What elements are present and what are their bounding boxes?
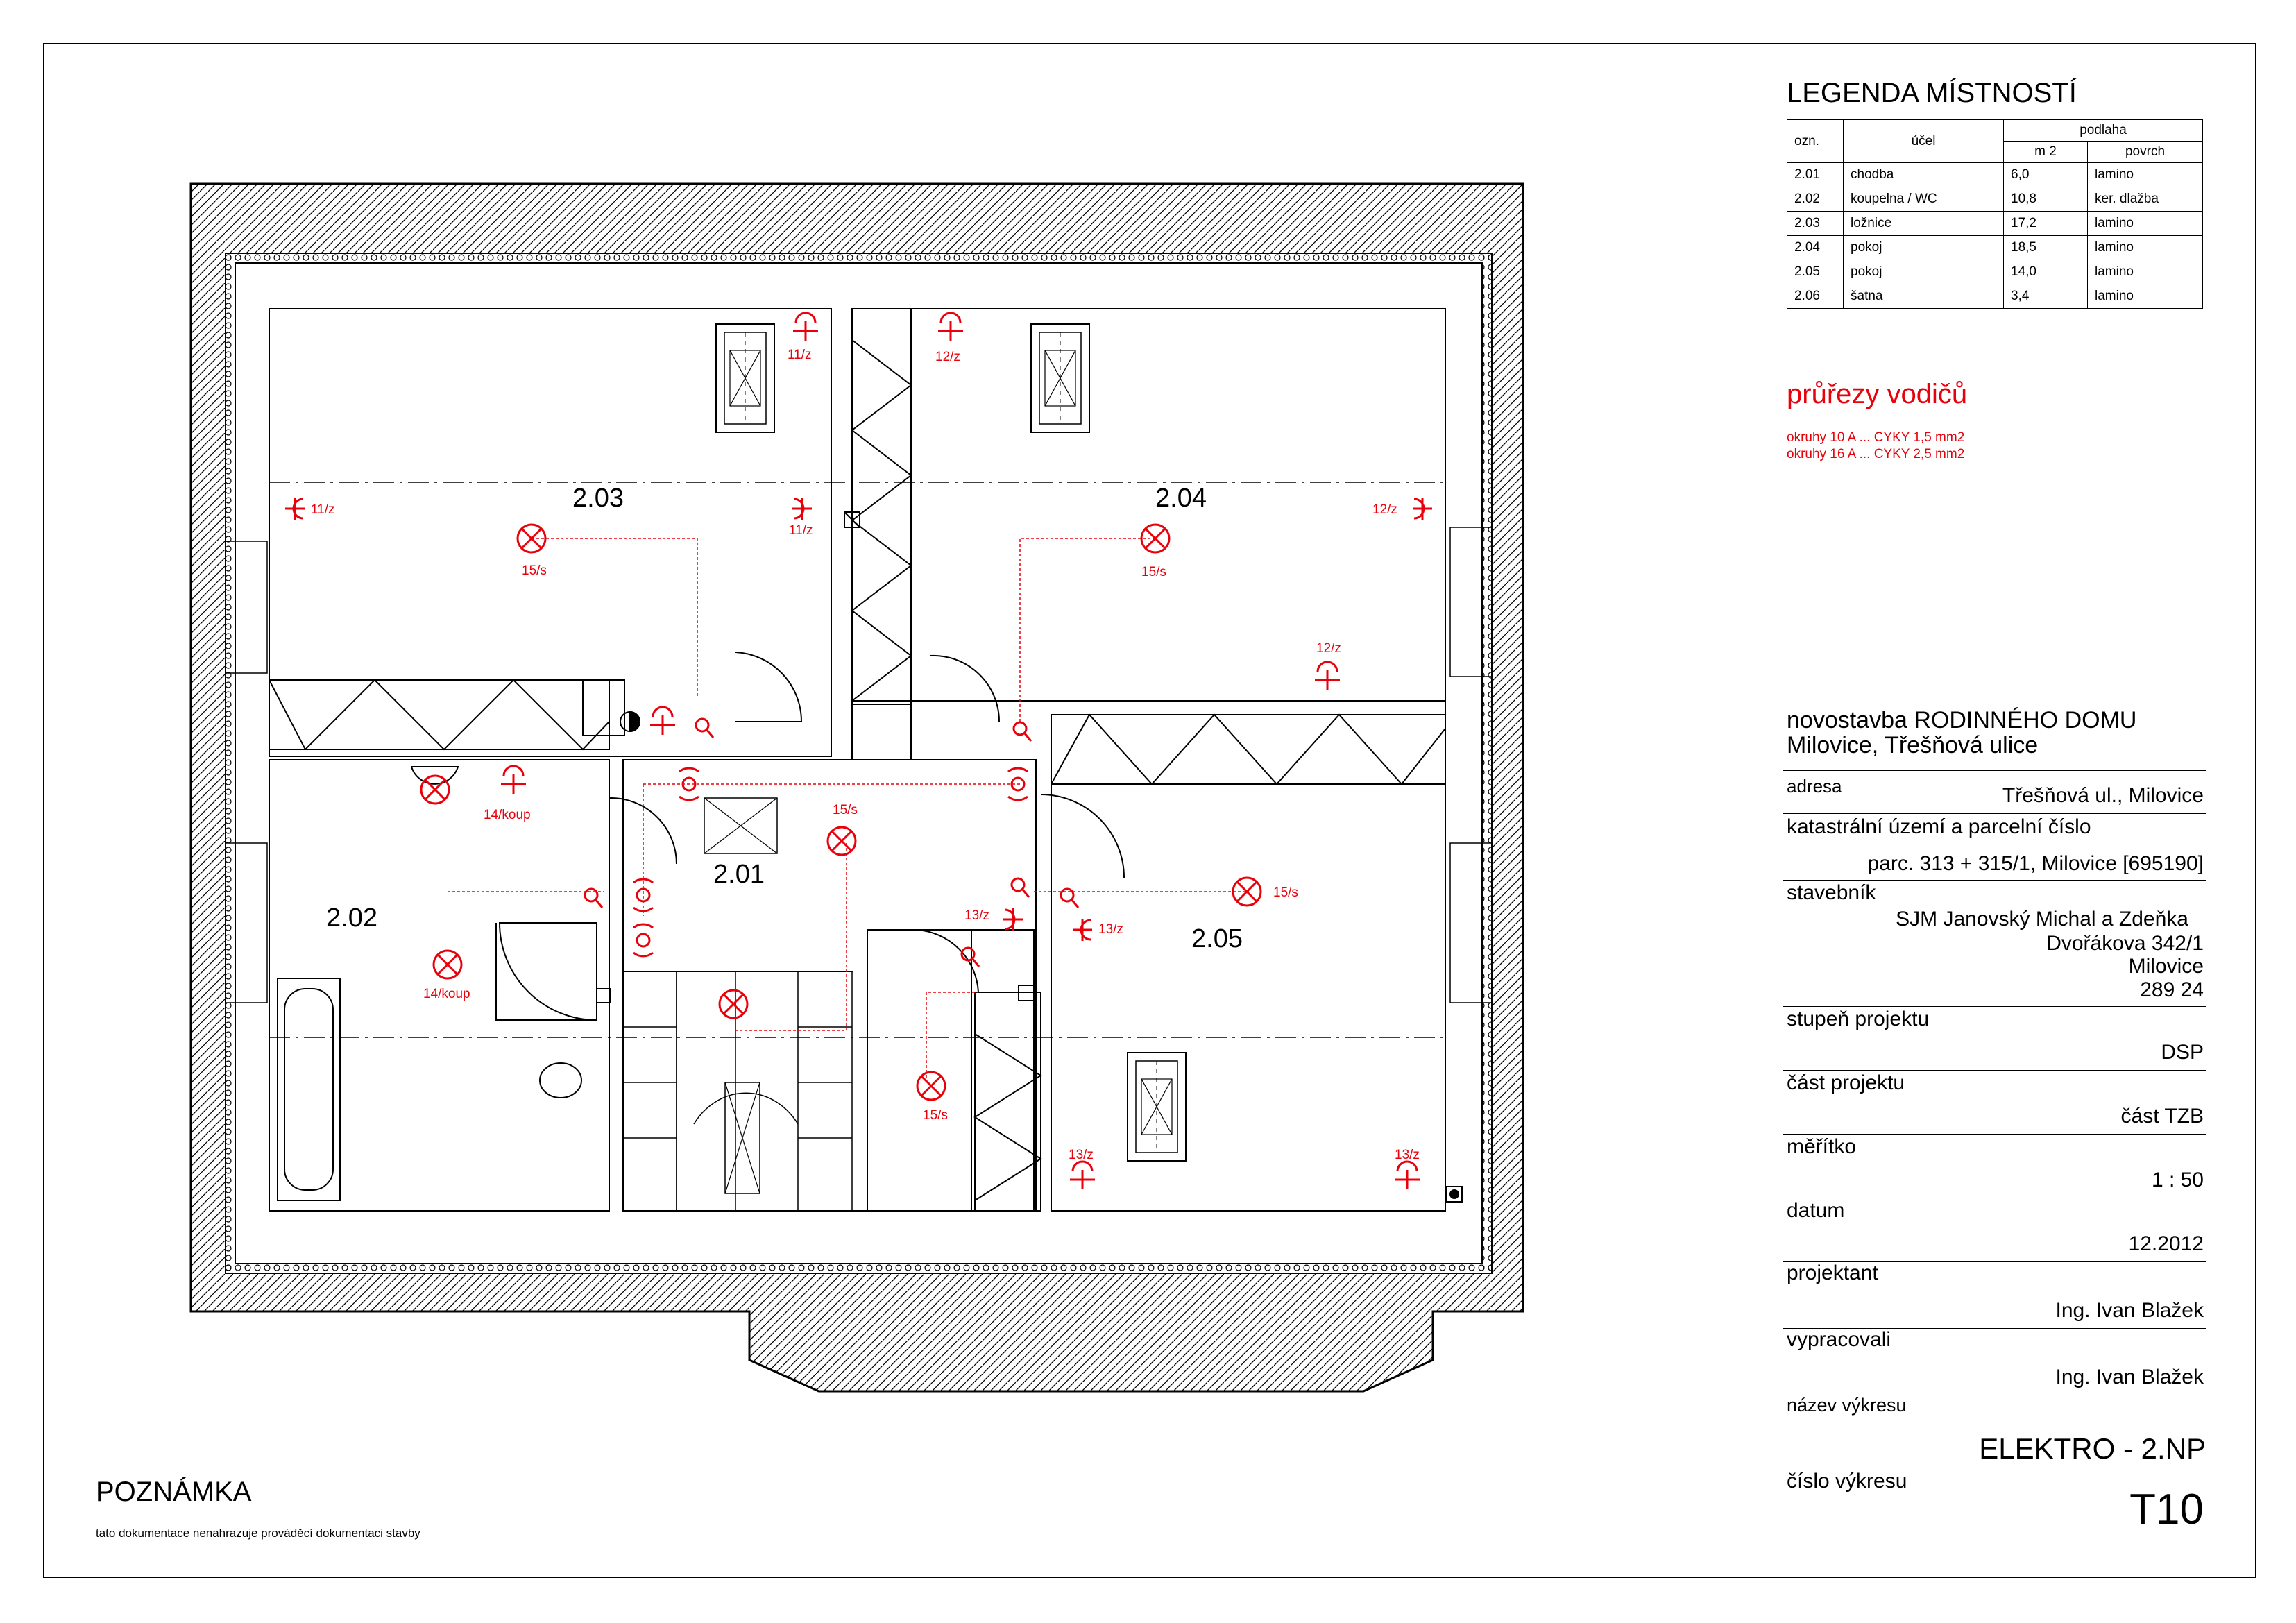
- stavebnik-line-4: 289 24: [2140, 978, 2204, 1001]
- label-11z: 11/z: [789, 523, 813, 538]
- stavebnik-label: stavebník: [1787, 881, 1876, 904]
- wiring: [448, 538, 1249, 1082]
- project-title-1: novostavba RODINNÉHO DOMU: [1787, 707, 2137, 733]
- vypracovali-value: Ing. Ivan Blažek: [2055, 1366, 2204, 1388]
- katastr-value: parc. 313 + 315/1, Milovice [695190]: [1867, 852, 2204, 875]
- staircase: [622, 971, 853, 1212]
- label-12z: 12/z: [1372, 502, 1397, 517]
- bathroom-fixtures: [277, 766, 611, 1201]
- wires-title: průřezy vodičů: [1787, 379, 1968, 409]
- datum-value: 12.2012: [2128, 1232, 2204, 1255]
- header-m2: m 2: [2003, 141, 2088, 163]
- distribution-boxes: [620, 511, 1463, 1203]
- label-13z: 13/z: [964, 908, 989, 923]
- room-2-05: 2.05: [1191, 924, 1243, 953]
- label-15s: 15/s: [833, 803, 858, 817]
- cislo-label: číslo výkresu: [1787, 1470, 1907, 1493]
- label-11z: 11/z: [788, 348, 812, 362]
- roof-outline: [189, 182, 1524, 1393]
- windows: [225, 527, 1493, 1003]
- note-title: POZNÁMKA: [96, 1477, 252, 1507]
- label-15s: 15/s: [923, 1108, 948, 1123]
- label-13z: 13/z: [1069, 1148, 1094, 1162]
- drawing-frame: [43, 43, 2256, 1578]
- project-title-2: Milovice, Třešňová ulice: [1787, 732, 2039, 758]
- meritko-label: měřítko: [1787, 1135, 1857, 1158]
- room-2-01: 2.01: [713, 860, 765, 889]
- header-ucel: účel: [1843, 119, 2004, 163]
- header-ozn: ozn.: [1787, 119, 1844, 163]
- katastr-label: katastrální území a parcelní číslo: [1787, 815, 2091, 838]
- label-13z: 13/z: [1395, 1148, 1420, 1162]
- wires-line-2: okruhy 16 A ... CYKY 2,5 mm2: [1787, 447, 1965, 461]
- stavebnik-line-1: SJM Janovský Michal a Zdeňka: [1896, 908, 2188, 931]
- room-2-02: 2.02: [326, 903, 377, 933]
- skylights: [704, 323, 1187, 1194]
- datum-label: datum: [1787, 1199, 1845, 1222]
- circuit-labels: 11/z 12/z 11/z 11/z 12/z 12/z 15/s 15/s …: [311, 348, 1420, 1162]
- room-numbers: 2.03 2.04 2.01 2.02 2.05: [326, 484, 1243, 953]
- nazev-label: název výkresu: [1787, 1395, 1907, 1416]
- cast-value: část TZB: [2120, 1105, 2204, 1128]
- wardrobe-blocks: [269, 308, 1446, 1212]
- label-15s: 15/s: [1141, 565, 1166, 579]
- label-15s: 15/s: [522, 563, 547, 578]
- label-11z: 11/z: [311, 502, 335, 517]
- room-2-03: 2.03: [572, 484, 624, 513]
- note-text: tato dokumentace nenahrazuje prováděcí d…: [96, 1527, 420, 1540]
- stavebnik-line-2: Dvořákova 342/1: [2046, 932, 2204, 955]
- label-12z: 12/z: [1316, 641, 1341, 656]
- nazev-value: ELEKTRO - 2.NP: [1979, 1432, 2206, 1465]
- header-povrch: povrch: [2087, 141, 2203, 163]
- label-12z: 12/z: [935, 350, 960, 364]
- projektant-label: projektant: [1787, 1261, 1878, 1284]
- header-podlaha: podlaha: [2003, 119, 2203, 142]
- adresa-value: Třešňová ul., Milovice: [2002, 784, 2204, 807]
- stavebnik-line-3: Milovice: [2128, 955, 2204, 978]
- vypracovali-label: vypracovali: [1787, 1328, 1891, 1351]
- cislo-value: T10: [2129, 1486, 2204, 1533]
- roof-slope-lines: [269, 482, 1445, 1038]
- label-14koup: 14/koup: [423, 987, 470, 1001]
- meritko-value: 1 : 50: [2151, 1169, 2204, 1191]
- legend-title: LEGENDA MÍSTNOSTÍ: [1787, 78, 2077, 108]
- room-2-04: 2.04: [1155, 484, 1207, 513]
- cast-label: část projektu: [1787, 1071, 1905, 1094]
- label-13z: 13/z: [1098, 922, 1123, 937]
- projektant-value: Ing. Ivan Blažek: [2055, 1299, 2204, 1322]
- door-swings: [609, 652, 1125, 993]
- label-14koup: 14/koup: [484, 808, 531, 822]
- adresa-label: adresa: [1787, 776, 1842, 797]
- stupen-label: stupeň projektu: [1787, 1008, 1930, 1030]
- wires-line-1: okruhy 10 A ... CYKY 1,5 mm2: [1787, 430, 1965, 445]
- label-15s: 15/s: [1273, 885, 1298, 900]
- stupen-value: DSP: [2161, 1041, 2204, 1064]
